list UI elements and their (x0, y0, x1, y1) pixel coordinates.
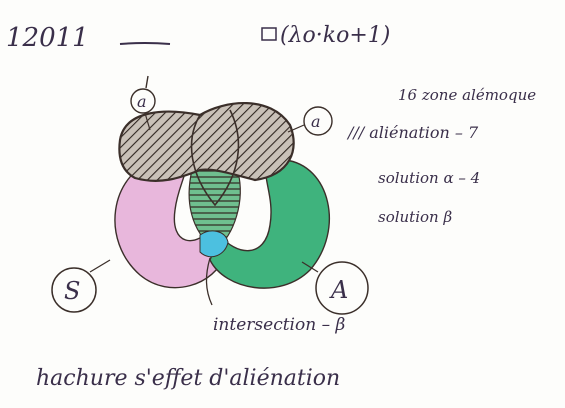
pointer-s (90, 260, 110, 272)
header-underline (120, 43, 170, 44)
legend-line-3: solution α – 4 (378, 169, 480, 187)
caption: hachure s'effet d'aliénation (36, 366, 340, 391)
intersection-label: intersection – β (213, 315, 345, 335)
legend-line-1: 16 zone alémoque (398, 86, 536, 104)
label-s: S (64, 277, 80, 305)
legend-line-4: solution β (378, 208, 452, 226)
label-a-right: a (311, 112, 321, 131)
legend-line-2: /// aliénation – 7 (346, 123, 479, 142)
label-a: A (329, 276, 348, 304)
tick-mark (146, 76, 148, 88)
header-formula: (λo·ko+1) (280, 23, 390, 48)
header-box-symbol (262, 28, 276, 40)
label-a-left: a (137, 92, 147, 111)
header-number: 12011 (6, 23, 89, 53)
